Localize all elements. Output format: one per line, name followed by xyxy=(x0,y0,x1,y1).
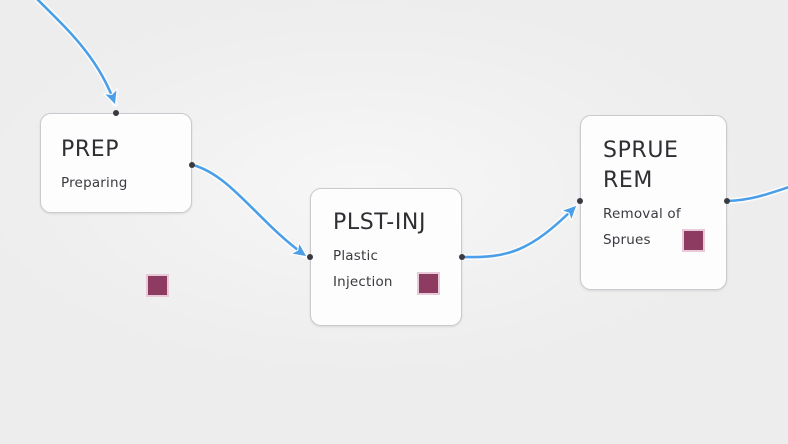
node-sprue-rem-status-swatch[interactable] xyxy=(682,229,705,252)
node-prep-port-right[interactable] xyxy=(189,162,195,168)
node-prep-subtitle: Preparing xyxy=(61,175,128,191)
node-sprue-rem[interactable]: SPRUE REM Removal of Sprues xyxy=(580,115,727,290)
edge-prep-plstinj xyxy=(190,162,309,259)
node-sprue-rem-title: SPRUE REM xyxy=(603,138,679,193)
node-sprue-rem-subtitle: Removal of Sprues xyxy=(603,206,681,248)
node-prep-title: PREP xyxy=(61,137,120,162)
node-sprue-rem-port-left[interactable] xyxy=(577,198,583,204)
node-plst-inj-title: PLST-INJ xyxy=(333,210,427,235)
node-plst-inj-port-left[interactable] xyxy=(307,254,313,260)
node-prep-port-top[interactable] xyxy=(113,110,119,116)
edge-plstinj-spruerem xyxy=(460,203,579,260)
node-prep-status-swatch[interactable] xyxy=(146,274,169,297)
edge-out-spruerem xyxy=(725,184,788,204)
node-prep[interactable]: PREP Preparing xyxy=(40,113,192,297)
node-plst-inj-port-right[interactable] xyxy=(459,254,465,260)
node-sprue-rem-port-right[interactable] xyxy=(724,198,730,204)
edge-in-prep xyxy=(34,0,118,107)
node-plst-inj-status-swatch[interactable] xyxy=(417,272,440,295)
node-plst-inj[interactable]: PLST-INJ Plastic Injection xyxy=(310,188,462,326)
node-plst-inj-subtitle: Plastic Injection xyxy=(333,248,393,290)
